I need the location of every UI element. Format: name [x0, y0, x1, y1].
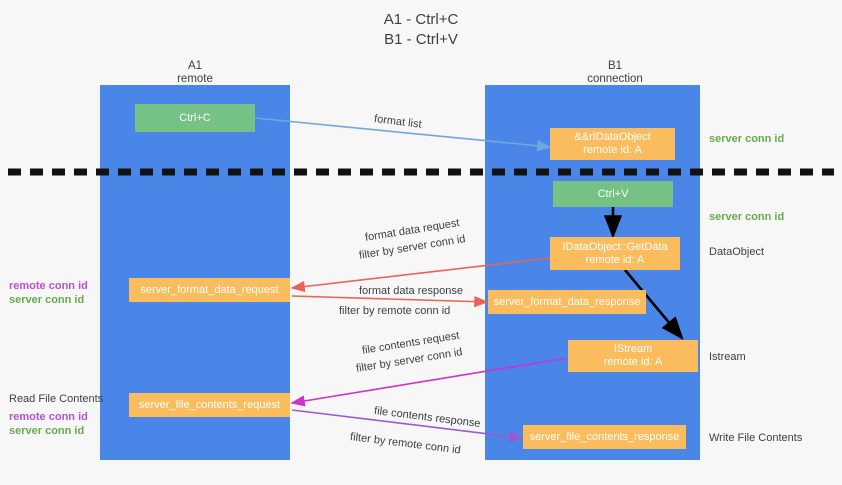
box-get-data-title: IDataObject::GetData	[562, 240, 668, 253]
column-header-b1: B1 connection	[525, 60, 705, 86]
label-format-data-request-filter-prefix: filter by	[358, 243, 399, 262]
right-label-server-conn-id-mid: server conn id	[709, 211, 785, 223]
box-data-object-notify[interactable]: &&rIDataObject remote id: A	[550, 128, 675, 160]
label-format-data-response: format data response	[359, 285, 463, 297]
label-file-contents-response: file contents response	[373, 404, 482, 430]
title-line-2: B1 - Ctrl+V	[384, 31, 458, 48]
box-server-file-contents-request[interactable]: server_file_contents_request	[129, 393, 290, 417]
box-ctrl-c[interactable]: Ctrl+C	[135, 104, 255, 132]
box-data-object-notify-title: &&rIDataObject	[574, 131, 651, 143]
box-server-format-data-request[interactable]: server_format_data_request	[129, 278, 290, 302]
left-label-remote-conn-id-mid: remote conn id	[9, 280, 88, 292]
box-server-format-data-request-label: server_format_data_request	[140, 283, 279, 296]
diagram-title: A1 - Ctrl+C B1 - Ctrl+V	[0, 10, 842, 50]
left-label-read-file-contents: Read File Contents	[9, 393, 104, 405]
box-istream[interactable]: IStream remote id: A	[568, 340, 698, 372]
box-istream-remote-id: remote id: A	[603, 356, 663, 368]
box-ctrl-v[interactable]: Ctrl+V	[553, 181, 673, 207]
label-format-data-response-filter: filter by remote conn id	[339, 304, 450, 318]
left-label-remote-conn-id-bottom: remote conn id	[9, 411, 88, 423]
label-format-data-response-filter-value: remote conn id	[377, 305, 451, 317]
title-line-1: A1 - Ctrl+C	[383, 11, 459, 28]
box-server-format-data-response-label: server_format_data_response	[493, 295, 641, 308]
label-format-data-response-filter-prefix: filter by	[339, 305, 378, 317]
box-server-file-contents-response[interactable]: server_file_contents_response	[523, 425, 686, 449]
box-server-format-data-response[interactable]: server_format_data_response	[488, 290, 646, 314]
column-a1-sub: remote	[177, 73, 213, 85]
column-header-a1: A1 remote	[110, 60, 280, 86]
column-b1-sub: connection	[587, 73, 643, 85]
right-label-write-file-contents: Write File Contents	[709, 432, 803, 444]
box-ctrl-c-label: Ctrl+C	[179, 111, 211, 124]
label-file-contents-response-filter-prefix: filter by	[349, 430, 390, 448]
label-file-contents-request-filter-prefix: filter by	[355, 356, 396, 375]
right-label-data-object: DataObject	[709, 246, 765, 258]
right-label-istream: Istream	[709, 351, 746, 363]
column-b1-name: B1	[607, 60, 623, 72]
column-a1-name: A1	[187, 60, 203, 72]
box-get-data-remote-id: remote id: A	[585, 253, 645, 266]
box-istream-title: IStream	[613, 343, 653, 355]
box-data-object-notify-remote-id: remote id: A	[583, 144, 642, 156]
left-label-group-bottom: remote conn id server conn id	[9, 410, 88, 438]
left-label-group-mid: remote conn id server conn id	[9, 279, 88, 307]
box-ctrl-v-label: Ctrl+V	[597, 187, 629, 200]
label-file-contents-response-filter: filter by remote conn id	[349, 430, 461, 457]
box-get-data[interactable]: IDataObject::GetData remote id: A	[550, 237, 680, 270]
box-server-file-contents-response-label: server_file_contents_response	[529, 430, 680, 443]
right-label-server-conn-id-top: server conn id	[709, 133, 785, 145]
label-format-list: format list	[373, 112, 423, 131]
left-label-server-conn-id-bottom: server conn id	[9, 425, 85, 437]
left-label-server-conn-id-mid: server conn id	[9, 294, 85, 306]
label-file-contents-response-filter-value: remote conn id	[387, 435, 462, 457]
box-server-file-contents-request-label: server_file_contents_request	[138, 398, 281, 411]
